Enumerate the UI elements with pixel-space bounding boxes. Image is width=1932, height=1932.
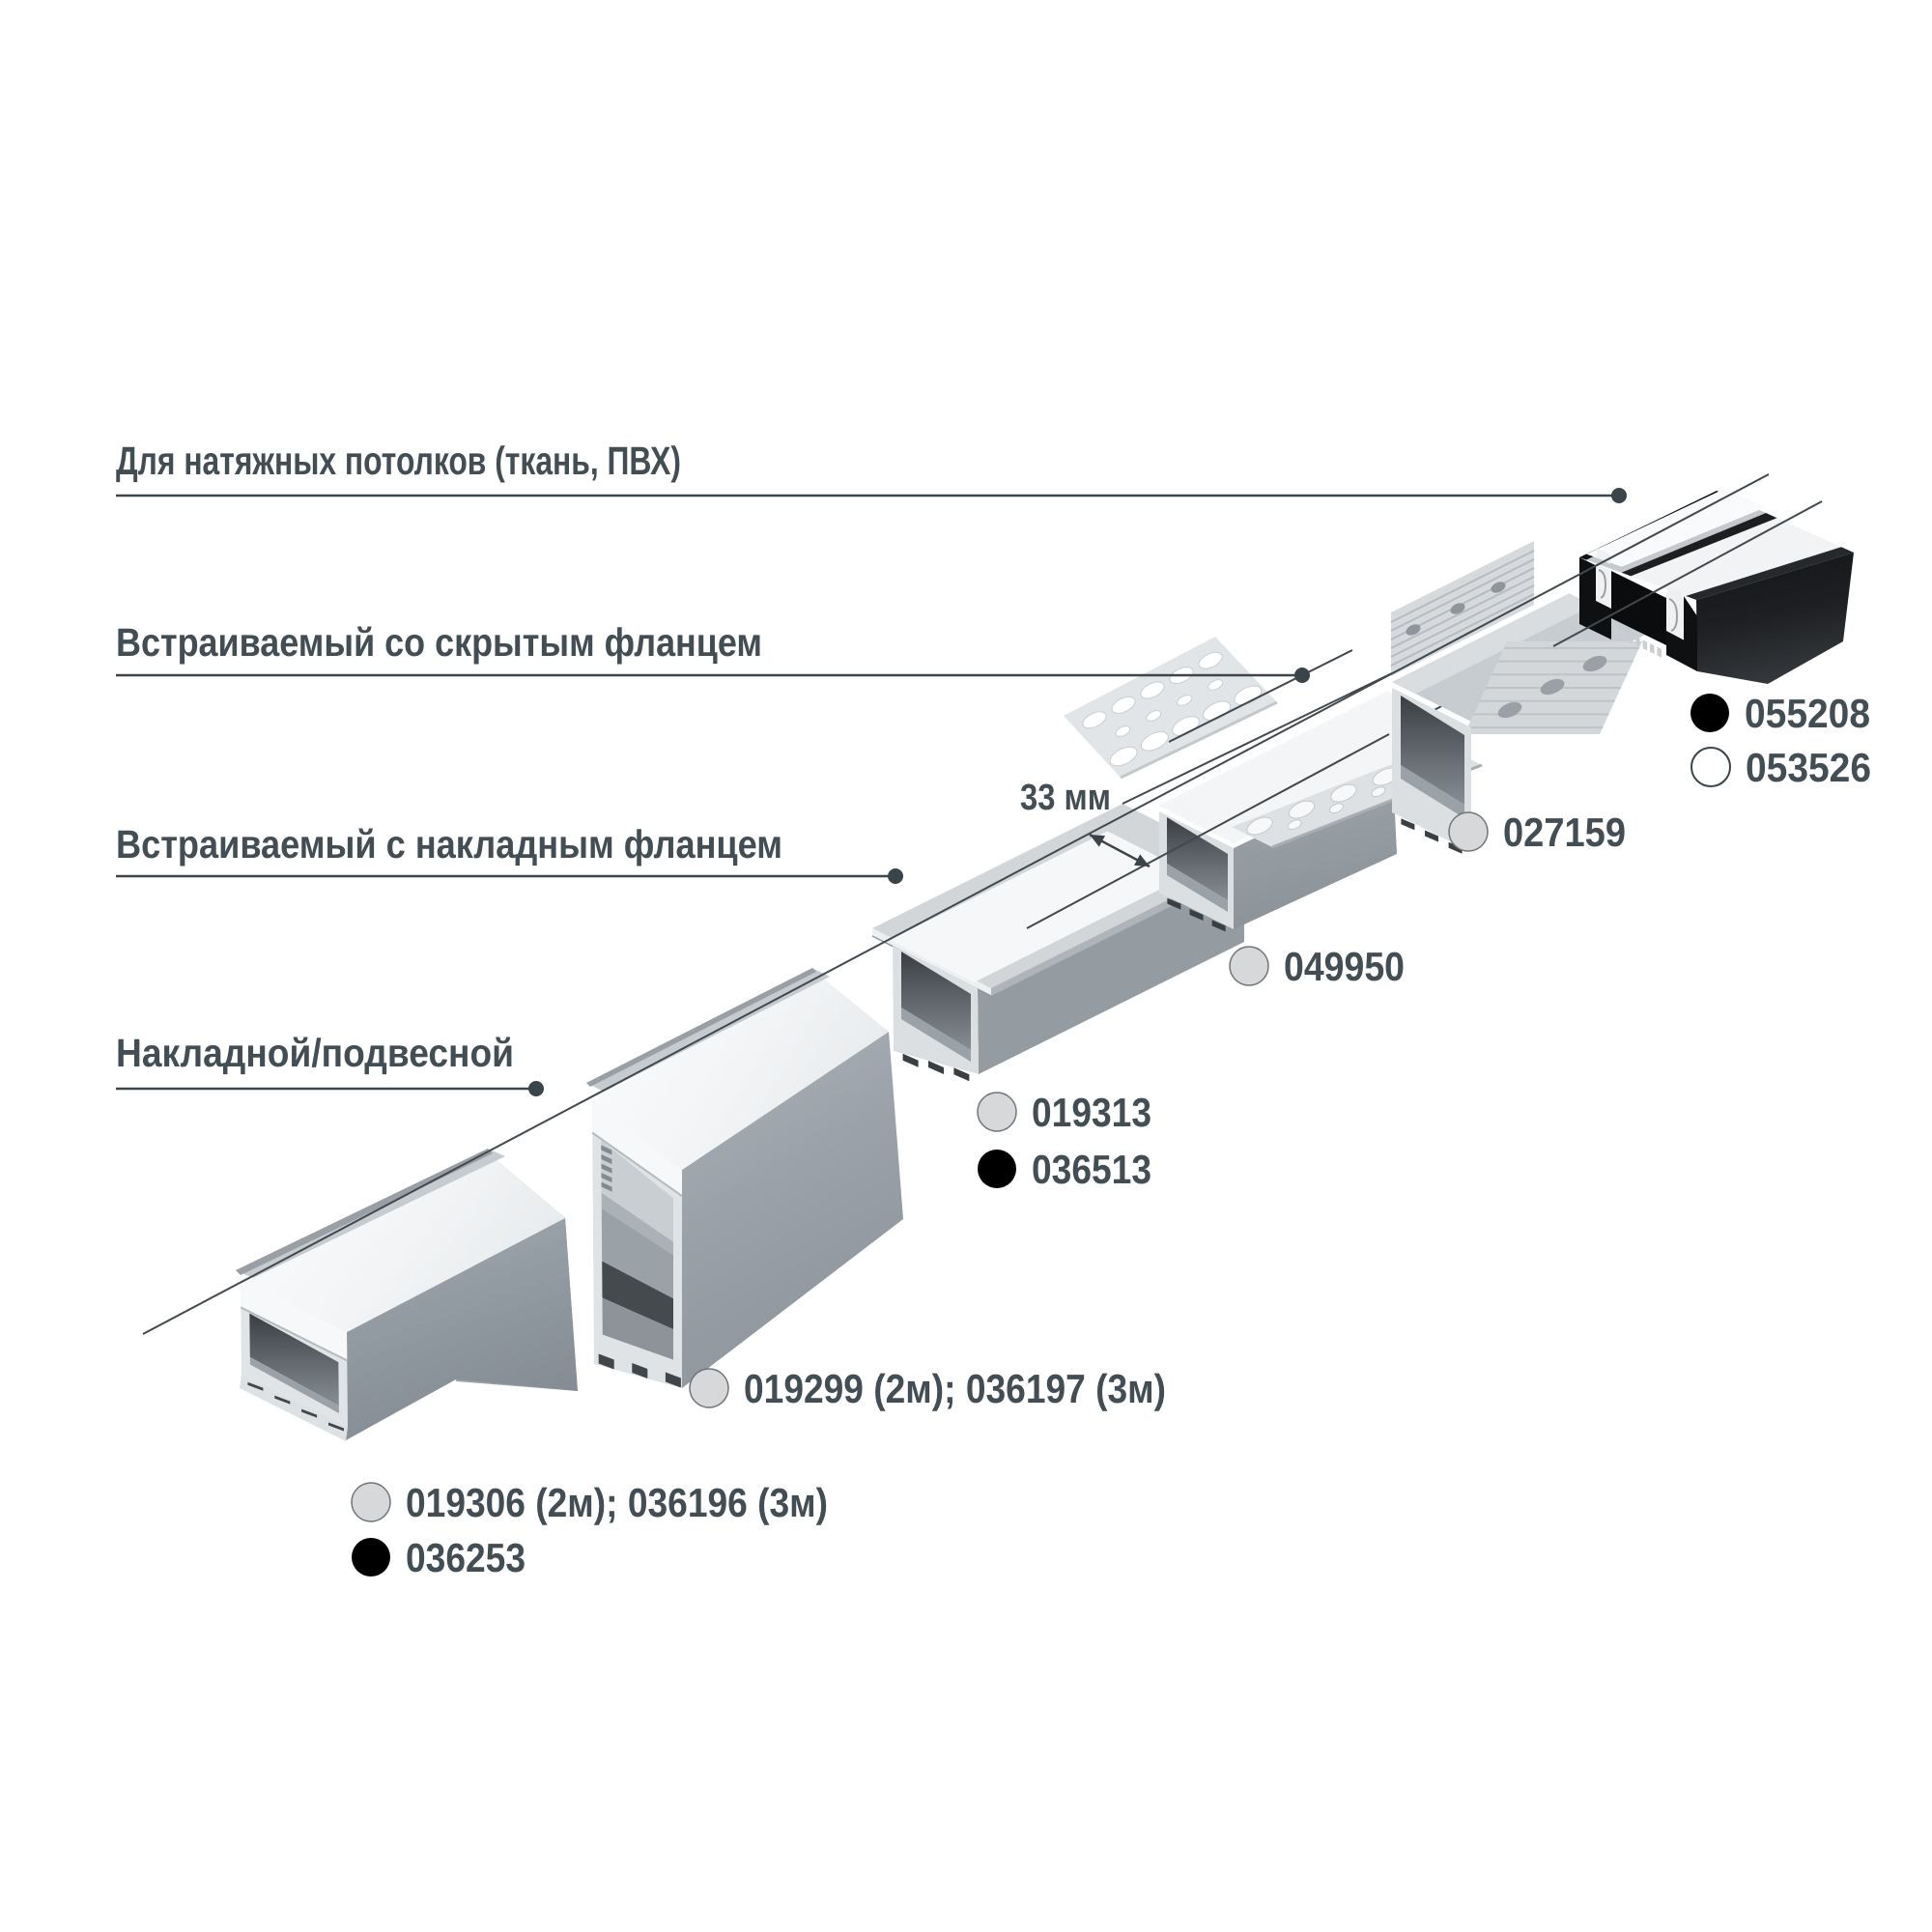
svg-text:33 мм: 33 мм: [1020, 778, 1111, 818]
svg-text:053526: 053526: [1746, 745, 1871, 790]
svg-text:019299 (2м); 036197 (3м): 019299 (2м); 036197 (3м): [744, 1366, 1166, 1411]
svg-text:Встраиваемый со скрытым фланце: Встраиваемый со скрытым фланцем: [116, 620, 762, 665]
svg-text:036253: 036253: [406, 1535, 526, 1580]
svg-text:Для натяжных потолков (ткань,: Для натяжных потолков (ткань, ПВХ): [116, 439, 681, 483]
svg-text:019313: 019313: [1032, 1090, 1151, 1135]
svg-text:055208: 055208: [1745, 691, 1870, 736]
svg-text:019306 (2м); 036196 (3м): 019306 (2м); 036196 (3м): [406, 1480, 828, 1525]
svg-text:049950: 049950: [1284, 944, 1405, 989]
svg-text:Накладной/подвесной: Накладной/подвесной: [116, 1031, 514, 1075]
svg-text:036513: 036513: [1032, 1147, 1151, 1192]
svg-text:Встраиваемый с накладным фланц: Встраиваемый с накладным фланцем: [116, 822, 782, 867]
svg-text:027159: 027159: [1503, 810, 1626, 855]
